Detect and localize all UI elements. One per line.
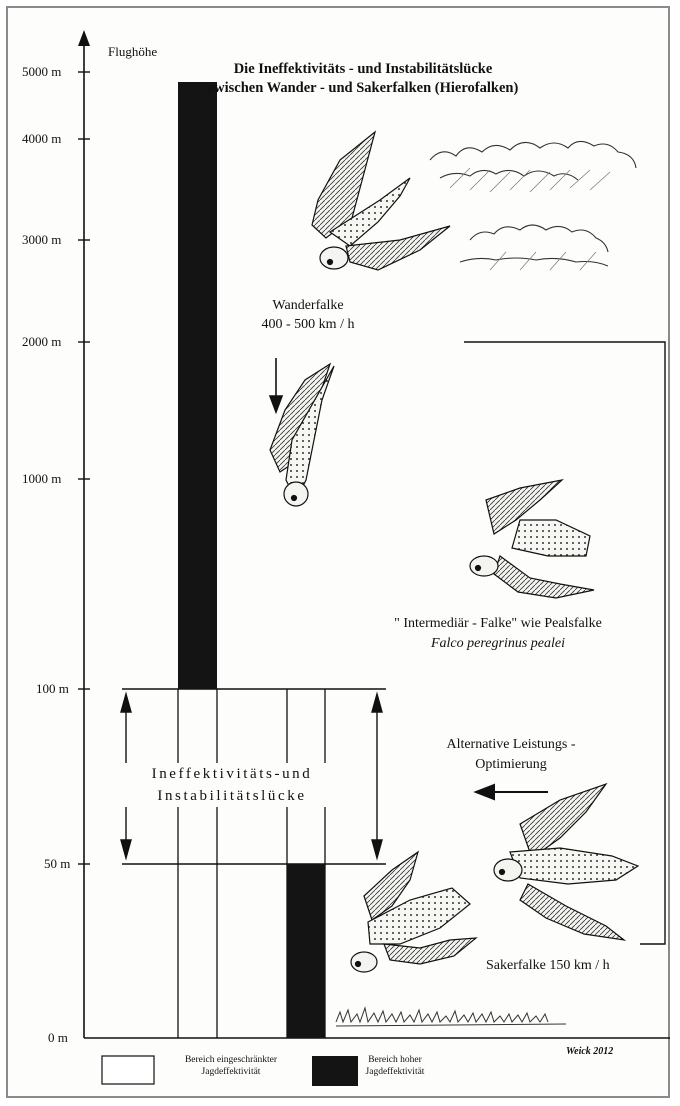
tick-label-0: 0 m — [48, 1030, 68, 1046]
legend-black-line-2: Jagdeffektivität — [350, 1066, 440, 1078]
falcon-pealsfalke — [470, 480, 594, 598]
intermediate-latin-name: Falco peregrinus pealei — [431, 636, 565, 651]
wanderfalke-label: Wanderfalke 400 - 500 km / h — [238, 296, 378, 334]
y-axis-title: Flughöhe — [108, 44, 157, 60]
legend-white-line-1: Bereich eingeschränkter — [156, 1054, 306, 1066]
title-line-1: Die Ineffektivitäts - und Instabilitätsl… — [178, 60, 548, 79]
intermediate-line-1: " Intermediär - Falke" wie Pealsfalke — [348, 614, 648, 634]
alternative-line-2: Optimierung — [426, 755, 596, 775]
cloud-hatching — [450, 168, 610, 270]
tick-label-3000: 3000 m — [22, 232, 61, 248]
legend-swatch-white — [102, 1056, 154, 1084]
sakerfalke-label: Sakerfalke 150 km / h — [486, 958, 610, 974]
credit-label: Weick 2012 — [566, 1046, 613, 1057]
alternative-line-1: Alternative Leistungs - — [426, 735, 596, 755]
gap-arrow-right — [372, 694, 382, 858]
title-line-2: zwischen Wander - und Sakerfalken (Hiero… — [178, 79, 548, 98]
wanderfalke-speed: 400 - 500 km / h — [238, 315, 378, 334]
gap-label-line-2: Instabilitätslücke — [112, 785, 352, 807]
tick-label-1000: 1000 m — [22, 471, 61, 487]
cloud-drawing — [430, 141, 636, 266]
tick-label-50: 50 m — [44, 856, 70, 872]
gap-label: Ineffektivitäts-und Instabilitätslücke — [112, 763, 352, 807]
legend-black-line-1: Bereich hoher — [350, 1054, 440, 1066]
falcon-sakerfalke-flight — [494, 784, 638, 940]
falcon-wanderfalke-glide — [312, 132, 450, 270]
bar-wanderfalke-high — [178, 82, 217, 689]
bar-sakerfalke-high — [287, 864, 325, 1038]
wanderfalke-name: Wanderfalke — [238, 296, 378, 315]
diagram-title: Die Ineffektivitäts - und Instabilitätsl… — [178, 60, 548, 98]
y-axis-arrow — [78, 30, 90, 46]
stoop-arrow — [270, 358, 282, 412]
gap-label-line-1: Ineffektivitäts-und — [112, 763, 352, 785]
falcon-sakerfalke-low — [351, 852, 476, 972]
tick-label-100: 100 m — [36, 681, 69, 697]
falcon-wanderfalke-stoop — [270, 364, 334, 506]
tick-label-2000: 2000 m — [22, 334, 61, 350]
tick-label-4000: 4000 m — [22, 131, 61, 147]
ground-vegetation — [336, 1008, 566, 1026]
alt-arrow — [476, 785, 548, 799]
tick-label-5000: 5000 m — [22, 64, 61, 80]
legend-black-label: Bereich hoher Jagdeffektivität — [350, 1054, 440, 1078]
alternative-label: Alternative Leistungs - Optimierung — [426, 735, 596, 775]
intermediate-label: " Intermediär - Falke" wie Pealsfalke Fa… — [348, 614, 648, 654]
legend-white-line-2: Jagdeffektivität — [156, 1066, 306, 1078]
legend-white-label: Bereich eingeschränkter Jagdeffektivität — [156, 1054, 306, 1078]
